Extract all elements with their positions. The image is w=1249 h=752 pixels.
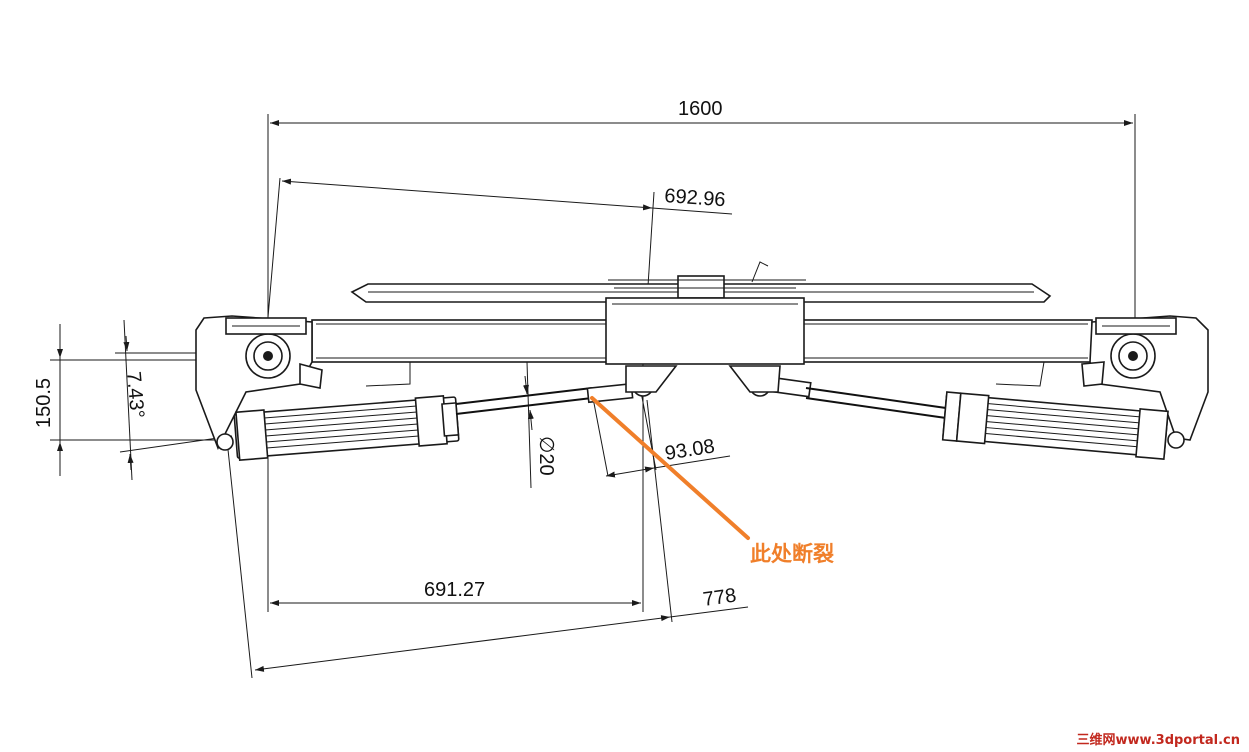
watermark-text: 三维网www.3dportal.cn — [1077, 732, 1240, 748]
callout-label: 此处断裂 — [750, 542, 834, 566]
dim-rod-diameter: ∅20 — [535, 436, 557, 476]
dimension-lines — [50, 114, 1136, 679]
dim-angle: 7.43° — [122, 371, 148, 420]
dim-height-offset: 150.5 — [33, 378, 55, 428]
dim-horizontal-length: 691.27 — [424, 579, 485, 601]
watermark: 三维网www.3dportal.cn — [1077, 732, 1240, 748]
dim-overall-width: 1600 — [678, 98, 723, 120]
mechanism-drawing — [195, 261, 1209, 461]
dimension-labels: 1600 692.96 150.5 7.43° ∅20 93.08 691.27… — [33, 98, 738, 611]
dim-diagonal-length: 692.96 — [664, 185, 727, 211]
fracture-callout: 此处断裂 — [590, 396, 834, 566]
dim-arm-length: 778 — [702, 585, 738, 611]
callout-leader-line — [590, 396, 750, 540]
dim-rod-offset: 93.08 — [663, 435, 716, 465]
